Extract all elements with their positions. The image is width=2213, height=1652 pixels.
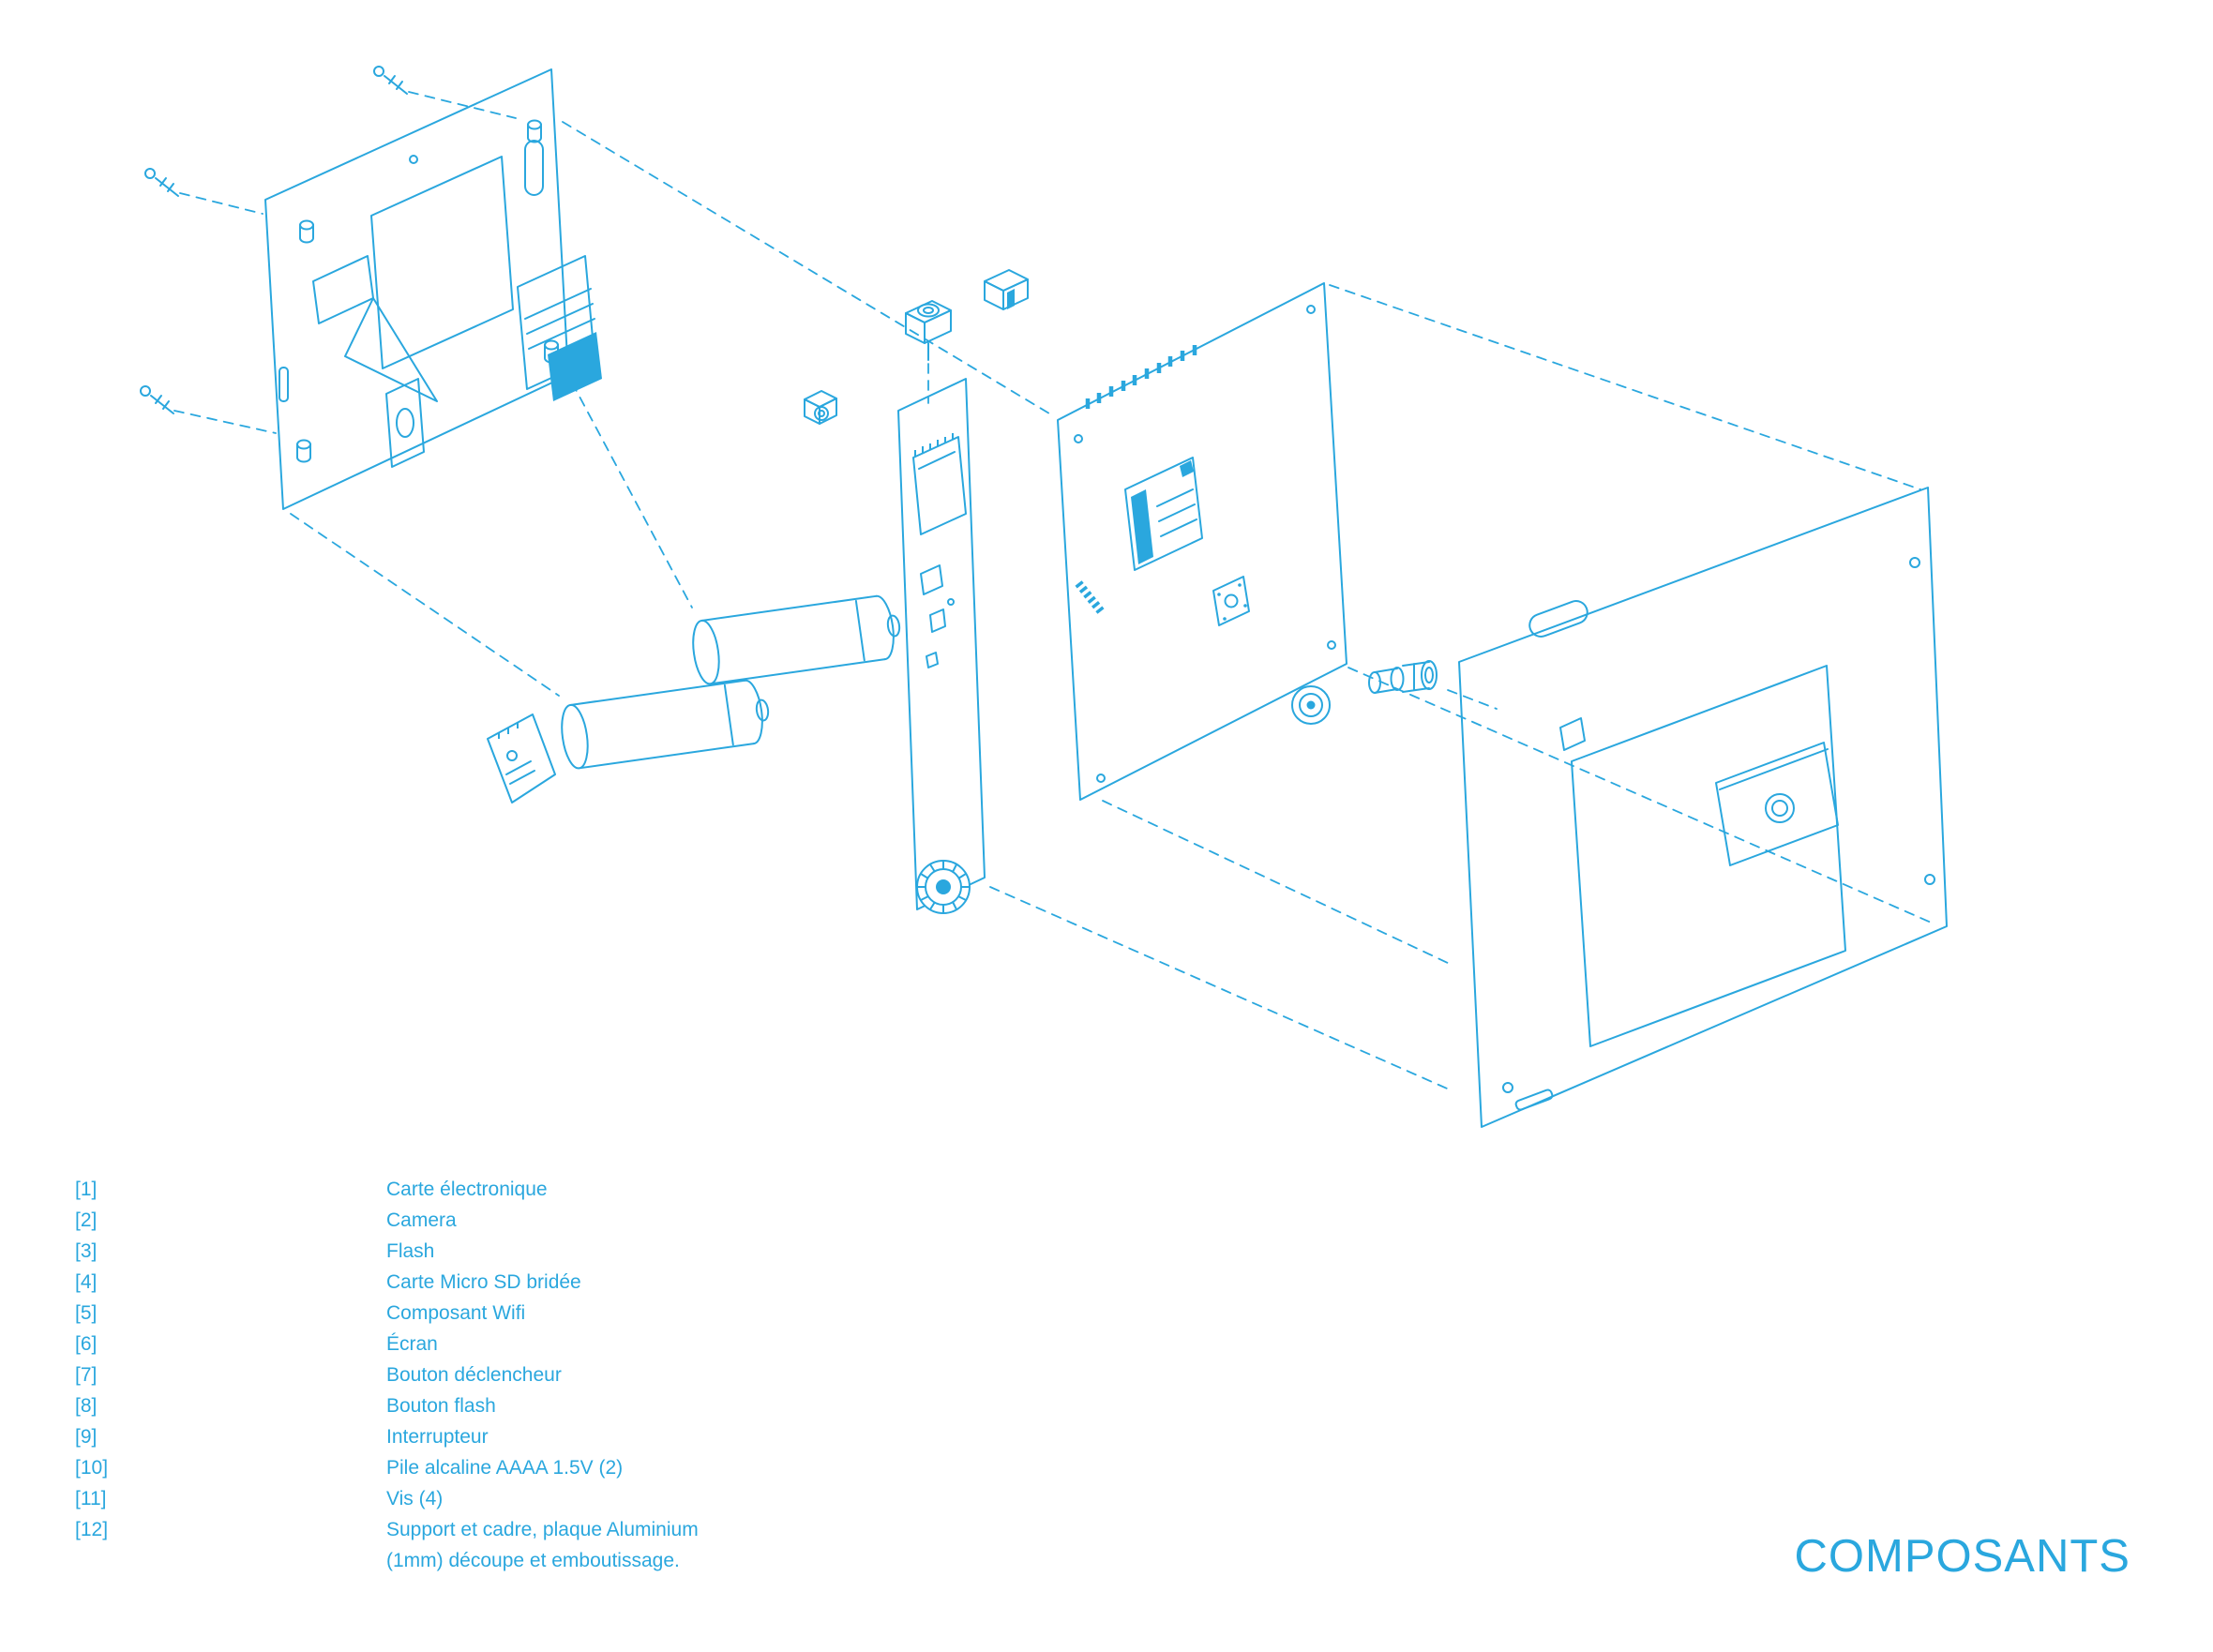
part-label: Carte Micro SD bridée <box>386 1271 581 1293</box>
part-number: [8] <box>75 1395 98 1417</box>
part-label: Écran <box>386 1333 438 1355</box>
part-row: [7] Bouton déclencheur <box>75 1359 699 1390</box>
part-label: Interrupteur <box>386 1426 489 1448</box>
battery <box>561 679 770 770</box>
page-title: COMPOSANTS <box>1794 1531 2130 1582</box>
camera-module-icon <box>804 390 837 425</box>
part-number: [10] <box>75 1457 109 1479</box>
part-row: [9] Interrupteur <box>75 1421 699 1452</box>
main-pcb <box>897 378 986 910</box>
shutter-button-icon <box>905 300 952 361</box>
part-label: Vis (4) <box>386 1488 444 1509</box>
part-label: Support et cadre, plaque Aluminium (1mm)… <box>386 1519 699 1571</box>
microsd-card-icon <box>487 713 556 803</box>
shutter-shaft-icon <box>1368 660 1438 694</box>
part-number: [5] <box>75 1302 98 1324</box>
part-row: [6] Écran <box>75 1329 699 1359</box>
part-row: [3] Flash <box>75 1236 699 1267</box>
part-number: [9] <box>75 1426 98 1448</box>
part-label: Bouton flash <box>386 1395 496 1417</box>
part-label: Pile alcaline AAAA 1.5V (2) <box>386 1457 624 1479</box>
flash-button-icon <box>984 269 1029 310</box>
part-number: [7] <box>75 1364 98 1386</box>
part-number: [11] <box>75 1488 107 1509</box>
part-label: Carte électronique <box>386 1179 548 1200</box>
part-label: Camera <box>386 1209 457 1231</box>
part-row: [1] Carte électronique <box>75 1174 699 1205</box>
part-row: [12] Support et cadre, plaque Aluminium … <box>75 1514 699 1576</box>
wifi-component <box>1124 457 1203 571</box>
part-row: [10] Pile alcaline AAAA 1.5V (2) <box>75 1452 699 1483</box>
screw-icon <box>373 66 408 95</box>
front-frame <box>1458 487 1948 1128</box>
part-number: [6] <box>75 1333 98 1355</box>
part-label: Composant Wifi <box>386 1302 526 1324</box>
guide-lines <box>173 91 1936 1092</box>
part-row: [2] Camera <box>75 1205 699 1236</box>
part-row: [4] Carte Micro SD bridée <box>75 1267 699 1298</box>
thumbwheel-dial-icon <box>916 860 971 914</box>
screw-icon <box>140 385 174 414</box>
part-number: [2] <box>75 1209 98 1231</box>
power-switch-icon <box>1212 576 1250 626</box>
part-label: Flash <box>386 1240 435 1262</box>
middle-frame <box>1057 282 1347 801</box>
parts-list: [1] Carte électronique [2] Camera [3] Fl… <box>75 1174 699 1576</box>
part-row: [8] Bouton flash <box>75 1390 699 1421</box>
part-number: [3] <box>75 1240 98 1262</box>
part-number: [12] <box>75 1519 109 1540</box>
part-number: [4] <box>75 1271 98 1293</box>
part-row: [5] Composant Wifi <box>75 1298 699 1329</box>
part-label: Bouton déclencheur <box>386 1364 562 1386</box>
back-plate <box>264 68 569 510</box>
spring-screw-icon <box>1075 580 1105 614</box>
screw-icon <box>144 168 179 197</box>
part-number: [1] <box>75 1179 98 1200</box>
battery <box>692 594 901 685</box>
screen-module <box>517 255 602 401</box>
lens-ring-icon <box>1291 685 1331 725</box>
part-row: [11] Vis (4) <box>75 1483 699 1514</box>
